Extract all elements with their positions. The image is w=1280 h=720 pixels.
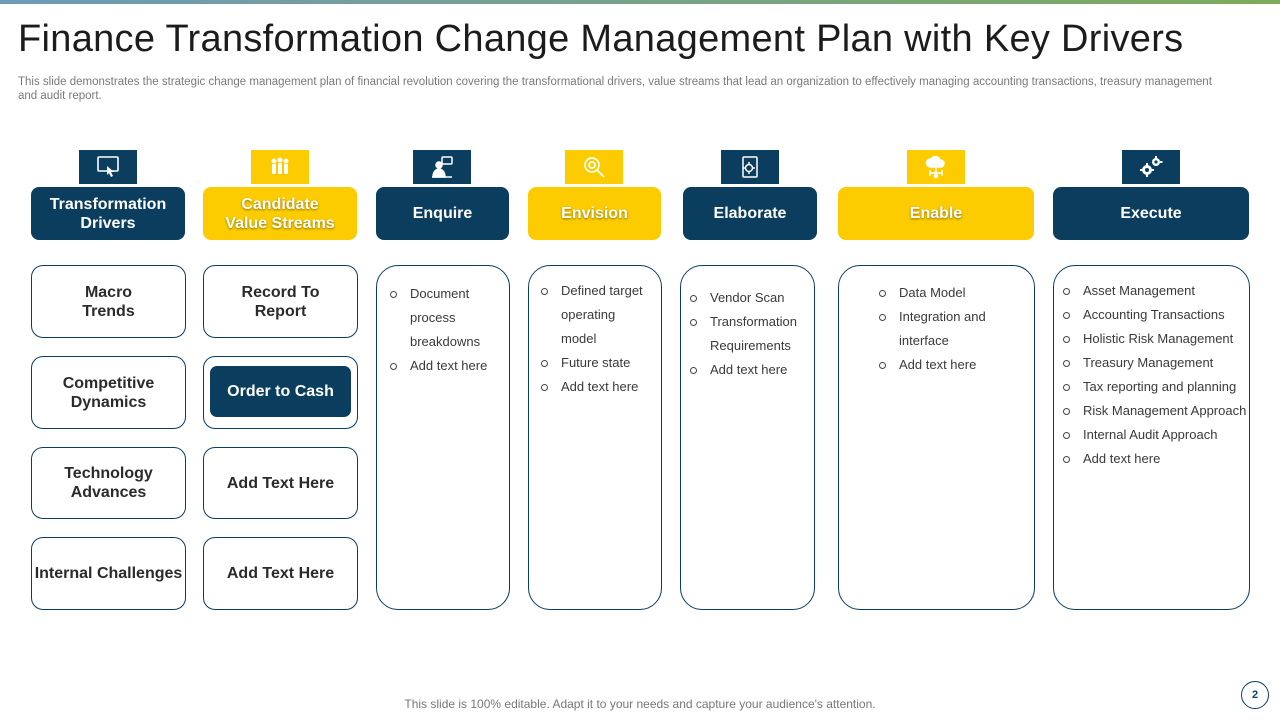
list-item: Asset Management bbox=[1063, 279, 1247, 303]
list-item: Add text here bbox=[390, 354, 498, 378]
cloud-network-icon bbox=[907, 150, 965, 184]
page-title: Finance Transformation Change Management… bbox=[18, 18, 1184, 60]
gears-icon bbox=[1122, 150, 1180, 184]
list-item: Risk Management Approach bbox=[1063, 399, 1247, 423]
list-item: Accounting Transactions bbox=[1063, 303, 1247, 327]
header-envision: Envision bbox=[528, 187, 661, 240]
execute-column: Asset Management Accounting Transactions… bbox=[1053, 265, 1250, 610]
stream-card: Add Text Here bbox=[203, 447, 358, 519]
list-item: Vendor Scan bbox=[690, 286, 810, 310]
elaborate-column: Vendor Scan Transformation Requirements … bbox=[680, 265, 815, 610]
list-item: Future state bbox=[541, 351, 653, 375]
elaborate-list: Vendor Scan Transformation Requirements … bbox=[690, 286, 810, 382]
enable-list: Data Model Integration and interface Add… bbox=[879, 281, 999, 377]
envision-column: Defined target operating model Future st… bbox=[528, 265, 662, 610]
list-item: Integration and interface bbox=[879, 305, 999, 353]
document-gear-icon bbox=[721, 150, 779, 184]
list-item: Defined target operating model bbox=[541, 279, 653, 351]
top-accent-line bbox=[0, 0, 1280, 4]
header-enable: Enable bbox=[838, 187, 1034, 240]
page-subtitle: This slide demonstrates the strategic ch… bbox=[18, 76, 1212, 102]
execute-list: Asset Management Accounting Transactions… bbox=[1063, 279, 1247, 471]
list-item: Tax reporting and planning bbox=[1063, 375, 1247, 399]
driver-card: Internal Challenges bbox=[31, 537, 186, 610]
stream-card: Add Text Here bbox=[203, 537, 358, 610]
header-execute: Execute bbox=[1053, 187, 1249, 240]
stream-card: Record To Report bbox=[203, 265, 358, 338]
magnifier-target-icon bbox=[565, 150, 623, 184]
team-people-icon bbox=[251, 150, 309, 184]
enable-column: Data Model Integration and interface Add… bbox=[838, 265, 1035, 610]
enquire-list: Document process breakdowns Add text her… bbox=[390, 282, 498, 378]
list-item: Transformation Requirements bbox=[690, 310, 810, 358]
header-elaborate: Elaborate bbox=[683, 187, 817, 240]
list-item: Add text here bbox=[1063, 447, 1247, 471]
header-candidate-value-streams: Candidate Value Streams bbox=[203, 187, 357, 240]
list-item: Treasury Management bbox=[1063, 351, 1247, 375]
driver-card: Technology Advances bbox=[31, 447, 186, 519]
stream-card-highlighted: Order to Cash bbox=[203, 356, 358, 429]
header-enquire: Enquire bbox=[376, 187, 509, 240]
header-transformation-drivers: Transformation Drivers bbox=[31, 187, 185, 240]
envision-list: Defined target operating model Future st… bbox=[541, 279, 653, 399]
list-item: Add text here bbox=[879, 353, 999, 377]
touch-screen-icon bbox=[79, 150, 137, 184]
enquire-column: Document process breakdowns Add text her… bbox=[376, 265, 510, 610]
driver-card: Macro Trends bbox=[31, 265, 186, 338]
list-item: Data Model bbox=[879, 281, 999, 305]
list-item: Add text here bbox=[541, 375, 653, 399]
person-chat-icon bbox=[413, 150, 471, 184]
list-item: Document process breakdowns bbox=[390, 282, 498, 354]
list-item: Add text here bbox=[690, 358, 810, 382]
footer-note: This slide is 100% editable. Adapt it to… bbox=[404, 697, 876, 711]
stream-card-label: Order to Cash bbox=[210, 366, 351, 417]
page-number: 2 bbox=[1241, 681, 1269, 709]
list-item: Internal Audit Approach bbox=[1063, 423, 1247, 447]
driver-card: Competitive Dynamics bbox=[31, 356, 186, 429]
list-item: Holistic Risk Management bbox=[1063, 327, 1247, 351]
